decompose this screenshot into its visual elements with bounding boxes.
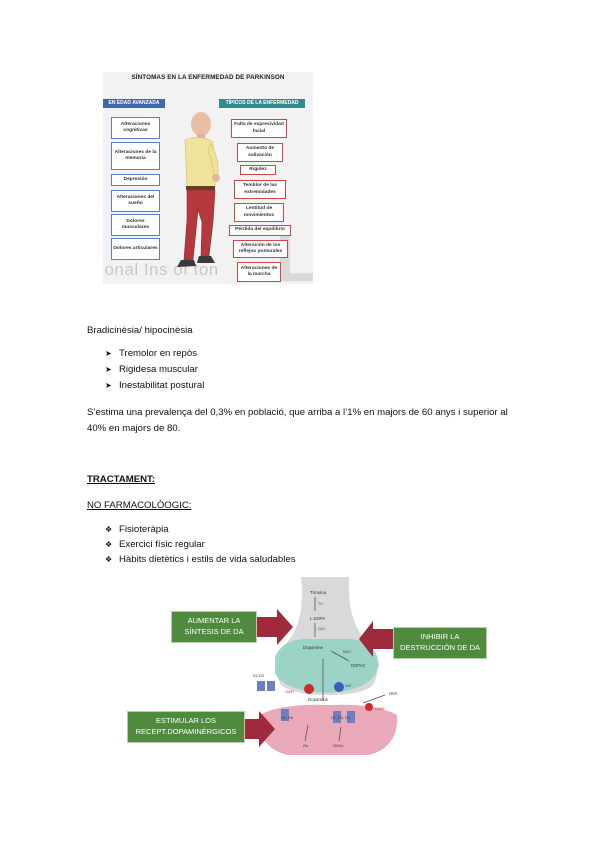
- symptom-box-left: Dolores musculares: [111, 214, 160, 236]
- label-dat: DAT: [345, 684, 352, 688]
- arrow-bullet-icon: ➤: [105, 365, 112, 374]
- symptom-box-right: Pérdida del equilibrio: [229, 225, 291, 236]
- label-dopac: DOPAC: [351, 663, 366, 668]
- symptom-box-right: Rigidez: [240, 165, 276, 175]
- figure-title: SÍNTOMAS EN LA ENFERMEDAD DE PARKINSON: [131, 74, 285, 81]
- symptom-box-right: Alteración de los reflejos posturales: [233, 240, 288, 258]
- label-d2d3: D2,D3: [253, 674, 264, 678]
- symptom-box-right: Lentitud de movimientos: [234, 203, 284, 222]
- label-gs: Gs: [303, 743, 308, 748]
- label-tyrosine: Tirosina: [310, 590, 327, 595]
- symptom-list-item: ➤Inestabilitat postural: [105, 380, 205, 391]
- nonpharm-list-item: ❖Exercici físic regular: [105, 539, 205, 550]
- non-pharmacological-heading: NO FARMACOLÒOGIC:: [87, 500, 192, 511]
- symptom-box-left: Alteraciones cognitivas: [111, 117, 160, 139]
- arrow-bullet-icon: ➤: [105, 381, 112, 390]
- label-d1d5: D1, D5: [281, 716, 293, 720]
- label-mao: MAO: [343, 650, 351, 654]
- label-hva: HVA: [389, 691, 398, 696]
- diamond-bullet-icon: ❖: [105, 525, 113, 534]
- symptom-box-left: Dolores articulares: [111, 238, 160, 260]
- label-comt: COMT: [375, 707, 385, 711]
- elderly-man-illustration: [177, 112, 220, 267]
- parkinson-symptoms-figure: ational Ins of ton L SÍNTOMAS EN LA ENFE…: [103, 72, 313, 284]
- label-vmat: VMAT: [285, 690, 294, 694]
- label-d2d3d4: D2, D3, D4: [331, 716, 350, 720]
- symptom-box-right: Alteraciones de la marcha: [237, 262, 281, 282]
- symptom-box-left: Alteraciones del sueño: [111, 190, 160, 212]
- label-dopamine-cleft: Dopamine: [308, 697, 329, 702]
- label-ddc: DDC: [318, 627, 326, 631]
- symptom-box-right: Falta de expresividad facial: [231, 119, 287, 138]
- stimulate-dopaminergic-receptors-box: ESTIMULAR LOS RECEPT.DOPAMINÉRGICOS: [127, 711, 245, 743]
- diamond-bullet-icon: ❖: [105, 540, 113, 549]
- symptom-box-left: Alteraciones de la memoria: [111, 142, 160, 170]
- label-gio: Gi/Go: [333, 743, 344, 748]
- arrow-bullet-icon: ➤: [105, 349, 112, 358]
- prevalence-paragraph: S’estima una prevalença del 0,3% en pobl…: [87, 407, 508, 434]
- label-ldopa: L-DOPA: [310, 616, 325, 621]
- symptom-list-item: ➤Tremolor en repòs: [105, 348, 198, 359]
- symptom-list-item: ➤Rigidesa muscular: [105, 364, 198, 375]
- dopamine-synapse-figure: Tirosina TH L-DOPA DDC Dopamine MAO DOPA…: [127, 577, 493, 757]
- symptom-box-right: Aumento de salivación: [237, 143, 283, 162]
- label-dopamine-top: Dopamine: [303, 645, 324, 650]
- diamond-bullet-icon: ❖: [105, 555, 113, 564]
- nonpharm-list-item: ❖Fisioteràpia: [105, 524, 169, 535]
- bradykinesia-text: Bradicinèsia/ hipocinèsia: [87, 325, 193, 336]
- synapse-diagram: Tirosina TH L-DOPA DDC Dopamine MAO DOPA…: [245, 577, 398, 755]
- left-column-header: EN EDAD AVANZADA: [103, 99, 165, 108]
- label-th: TH: [318, 602, 323, 606]
- increase-da-synthesis-box: AUMENTAR LA SÍNTESIS DE DA: [171, 611, 257, 643]
- symptom-box-right: Temblor de las extremidades: [234, 180, 286, 199]
- symptom-box-left: Depresión: [111, 174, 160, 186]
- nonpharm-list-item: ❖Hàbits dietètics i estils de vida salud…: [105, 554, 296, 565]
- right-column-header: TÍPICOS DE LA ENFERMEDAD: [219, 99, 305, 108]
- treatment-heading: TRACTAMENT:: [87, 474, 156, 485]
- inhibit-da-destruction-box: INHIBIR LA DESTRUCCIÓN DE DA: [393, 627, 487, 659]
